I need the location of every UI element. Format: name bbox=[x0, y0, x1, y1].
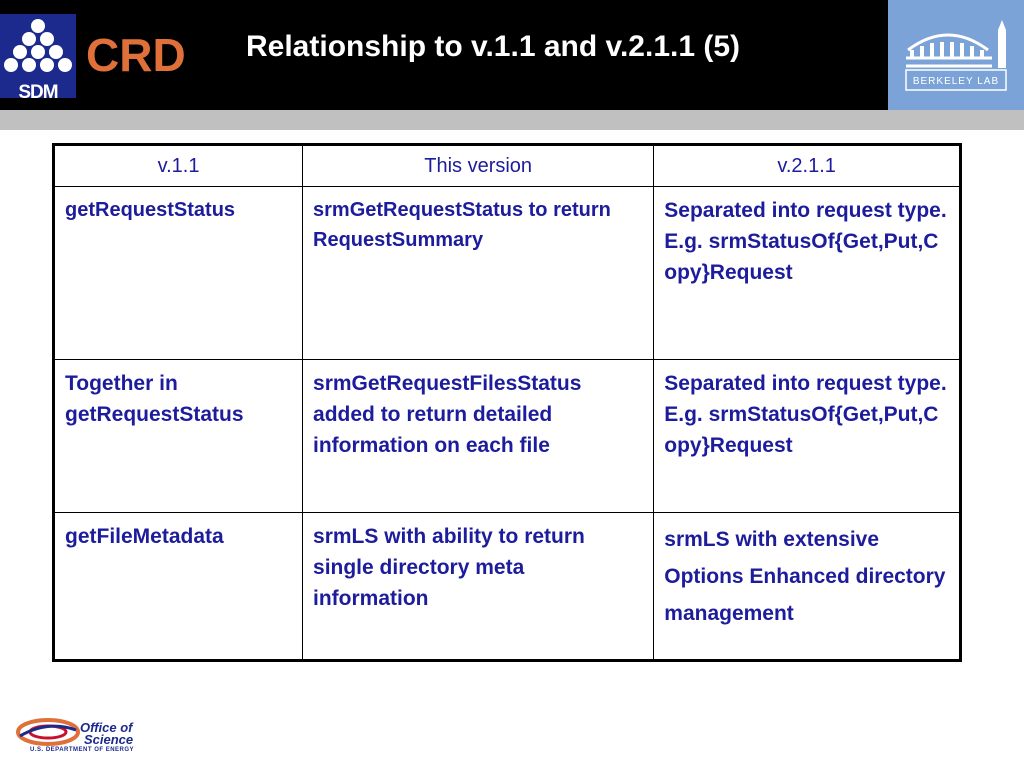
header-bar bbox=[0, 0, 1024, 110]
header-divider bbox=[0, 110, 1024, 130]
cell-text: srmGetRequestStatus to return RequestSum… bbox=[313, 199, 611, 251]
sdm-logo: SDM bbox=[0, 14, 76, 103]
sdm-hexagon-icon bbox=[4, 19, 72, 72]
office-of-science-logo-icon bbox=[16, 718, 80, 746]
column-header-v11: v.1.1 bbox=[52, 144, 304, 187]
cell-text: Together in getRequestStatus bbox=[65, 372, 244, 426]
table-cell: srmLS with ability to return single dire… bbox=[302, 512, 655, 661]
sdm-logo-text: SDM bbox=[18, 82, 58, 103]
crd-label: CRD bbox=[86, 29, 186, 81]
footer-science: Science bbox=[84, 732, 134, 747]
table-cell: Separated into request type. E.g. srmSta… bbox=[653, 186, 961, 360]
comparison-table: v.1.1 This version v.2.1.1 getRequestSta… bbox=[52, 143, 962, 662]
column-header-this-version: This version bbox=[302, 144, 655, 187]
table-cell: srmGetRequestFilesStatus added to return… bbox=[302, 359, 655, 513]
cell-text: srmGetRequestFilesStatus added to return… bbox=[313, 372, 582, 457]
berkeley-lab-building-icon bbox=[905, 20, 1007, 91]
cell-text: Separated into request type. E.g. srmSta… bbox=[664, 199, 947, 284]
table-row: Together in getRequestStatus srmGetReque… bbox=[52, 359, 961, 513]
berkeley-lab-text: BERKELEY LAB bbox=[912, 76, 1000, 87]
column-header-v211: v.2.1.1 bbox=[653, 144, 961, 187]
table-row: getRequestStatus srmGetRequestStatus to … bbox=[52, 186, 961, 360]
cell-text: getRequestStatus bbox=[65, 199, 236, 221]
cell-text: srmLS with extensive Options Enhanced di… bbox=[664, 528, 946, 625]
table-cell: srmGetRequestStatus to return RequestSum… bbox=[302, 186, 655, 360]
table-cell: srmLS with extensive Options Enhanced di… bbox=[653, 512, 961, 661]
table-header-row: v.1.1 This version v.2.1.1 bbox=[52, 144, 961, 187]
slide-title: Relationship to v.1.1 and v.2.1.1 (5) bbox=[246, 30, 741, 63]
table-cell: Together in getRequestStatus bbox=[52, 359, 304, 513]
table-cell: Separated into request type. E.g. srmSta… bbox=[653, 359, 961, 513]
table-cell: getFileMetadata bbox=[52, 512, 304, 661]
cell-text: Separated into request type. E.g. srmSta… bbox=[664, 372, 947, 457]
cell-text: srmLS with ability to return single dire… bbox=[313, 525, 585, 610]
table-cell: getRequestStatus bbox=[52, 186, 304, 360]
cell-text: getFileMetadata bbox=[65, 525, 224, 548]
footer-doe: U.S. DEPARTMENT OF ENERGY bbox=[30, 747, 135, 753]
footer-office-of: Office of bbox=[80, 720, 133, 735]
table-row: getFileMetadata srmLS with ability to re… bbox=[52, 512, 961, 661]
berkeley-lab-logo: BERKELEY LAB bbox=[888, 0, 1024, 110]
